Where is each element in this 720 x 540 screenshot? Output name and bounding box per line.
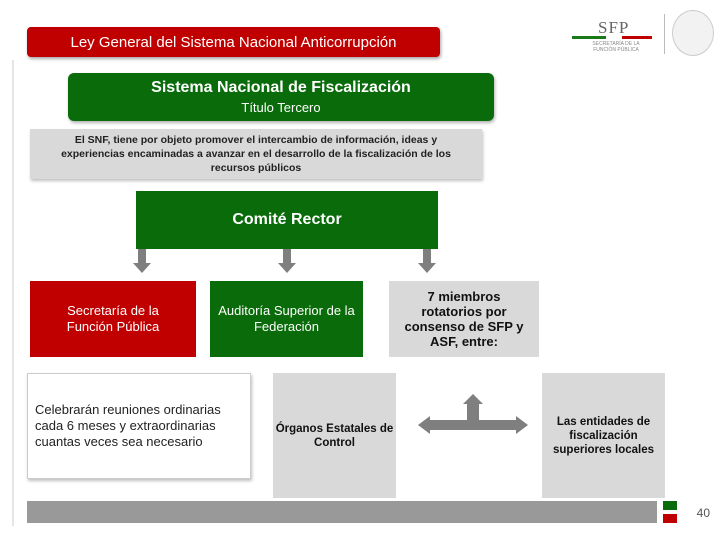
sfp-logo: SFP SECRETARÍA DE LA FUNCIÓN PÚBLICA [560,8,715,60]
entidades-label: Las entidades de fiscalización superiore… [553,415,654,456]
comite-title: Comité Rector [232,211,342,228]
sfp-member-label: Secretaría de la Función Pública [66,303,160,334]
comite-rector-box: Comité Rector [136,191,438,249]
arrow-down-icon [278,249,296,273]
objective-text: El SNF, tiene por objeto promover el int… [61,134,451,174]
meetings-box: Celebrarán reuniones ordinarias cada 6 m… [27,373,251,479]
footer-green-mark [663,501,677,510]
rotating-members-box: 7 miembros rotatorios por consenso de SF… [389,281,539,357]
arrow-down-icon [418,249,436,273]
organos-estatales-box: Órganos Estatales de Control [273,373,396,498]
page-number: 40 [696,506,710,520]
asf-member-box: Auditoría Superior de la Federación [210,281,363,357]
entidades-fiscalizacion-box: Las entidades de fiscalización superiore… [542,373,665,498]
footer-red-mark [663,514,677,523]
left-border-line [12,60,14,526]
rotating-members-label: 7 miembros rotatorios por consenso de SF… [404,289,524,349]
snf-header-box: Sistema Nacional de Fiscalización Título… [68,73,494,121]
organos-label: Órganos Estatales de Control [275,422,394,449]
footer-bar [27,501,657,523]
meetings-text: Celebrarán reuniones ordinarias cada 6 m… [35,402,221,449]
cross-arrow-icon [418,394,528,434]
objective-box: El SNF, tiene por objeto promover el int… [30,129,482,179]
arrow-down-icon [133,249,151,273]
national-seal-icon [672,10,714,56]
logo-green-stripe [572,36,606,39]
logo-red-stripe [622,36,652,39]
asf-member-label: Auditoría Superior de la Federación [218,303,355,334]
snf-subtitle: Título Tercero [241,100,321,115]
logo-subtitle: SECRETARÍA DE LA FUNCIÓN PÚBLICA [592,41,640,53]
header-title: Ley General del Sistema Nacional Anticor… [27,27,440,57]
logo-divider [664,14,665,54]
logo-name: SFP [598,18,630,37]
snf-title: Sistema Nacional de Fiscalización [151,79,411,96]
sfp-member-box: Secretaría de la Función Pública [30,281,196,357]
